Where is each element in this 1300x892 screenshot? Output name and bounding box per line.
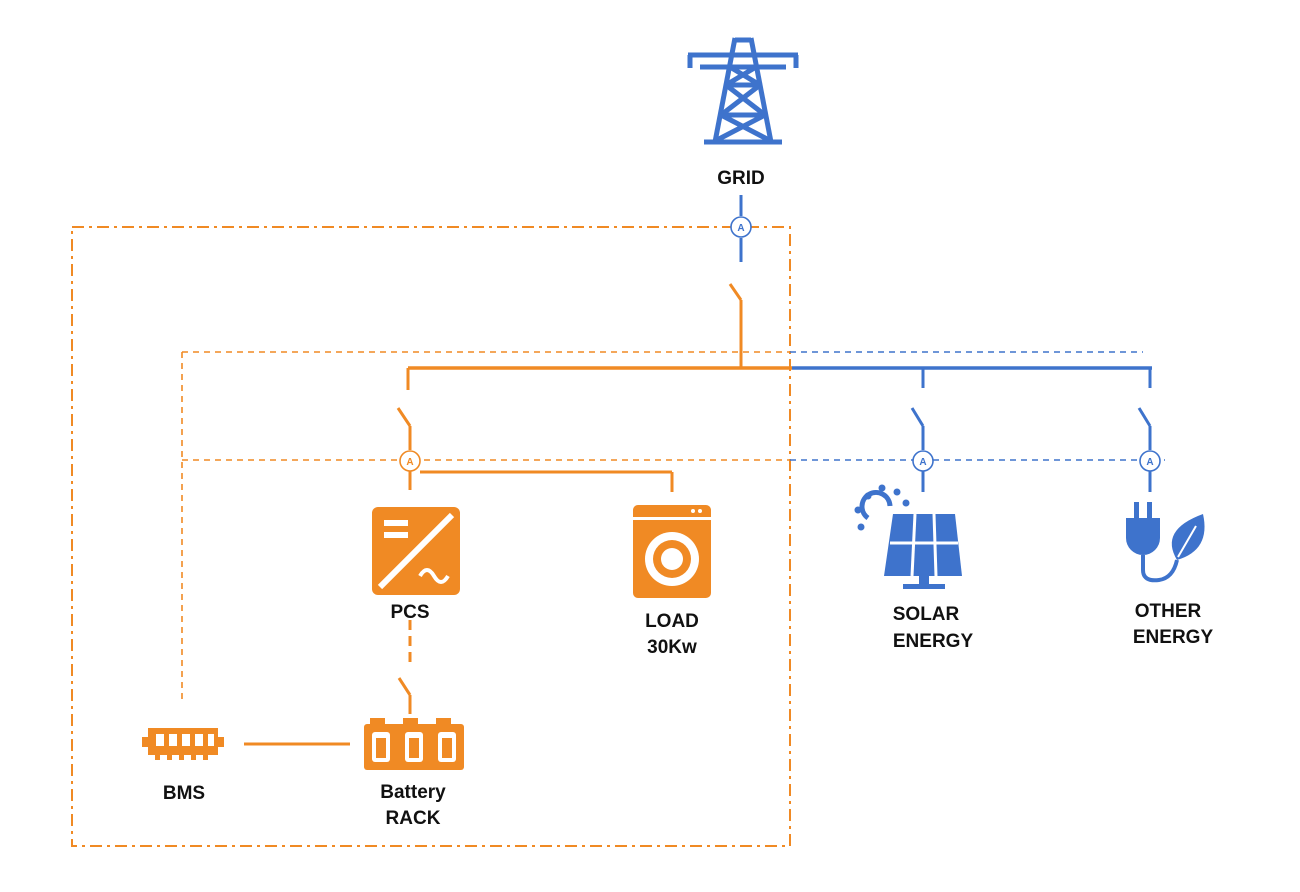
svg-text:A: A	[406, 457, 413, 468]
washing-machine-icon	[633, 505, 711, 598]
transmission-tower-icon	[687, 37, 799, 145]
svg-text:A: A	[1146, 457, 1153, 468]
load-label-line2: 30Kw	[647, 637, 697, 658]
pcs-label: PCS	[390, 602, 429, 623]
battery-label-line1: Battery	[380, 782, 446, 803]
solar-label-line1: SOLAR	[893, 604, 960, 625]
grid-ammeter-icon: A	[730, 216, 752, 238]
pcs-branch	[396, 407, 674, 492]
other-branch	[1137, 407, 1152, 492]
main-bus	[406, 366, 1152, 390]
battery-switch-icon	[397, 677, 412, 714]
ess-boundary	[71, 226, 791, 847]
bms-label: BMS	[163, 783, 205, 804]
battery-label-line2: RACK	[386, 808, 441, 829]
svg-text:A: A	[737, 223, 744, 234]
solar-label-line2: ENERGY	[893, 631, 974, 652]
battery-rack-icon	[364, 718, 464, 770]
bms-chip-icon	[142, 728, 224, 760]
solar-ammeter-icon: A	[912, 450, 934, 472]
other-label-line1: OTHER	[1135, 601, 1202, 622]
other-label-line2: ENERGY	[1133, 627, 1214, 648]
inverter-icon	[372, 507, 460, 595]
solar-panel-icon	[854, 484, 962, 589]
svg-text:A: A	[919, 457, 926, 468]
other-ammeter-icon: A	[1139, 450, 1161, 472]
grid-label: GRID	[717, 168, 765, 189]
grid-switch-icon	[728, 283, 743, 368]
load-label-line1: LOAD	[645, 611, 699, 632]
plug-leaf-icon	[1126, 502, 1205, 583]
pcs-ammeter-icon: A	[399, 450, 421, 472]
communication-lines	[181, 351, 1165, 700]
solar-branch	[910, 407, 925, 492]
